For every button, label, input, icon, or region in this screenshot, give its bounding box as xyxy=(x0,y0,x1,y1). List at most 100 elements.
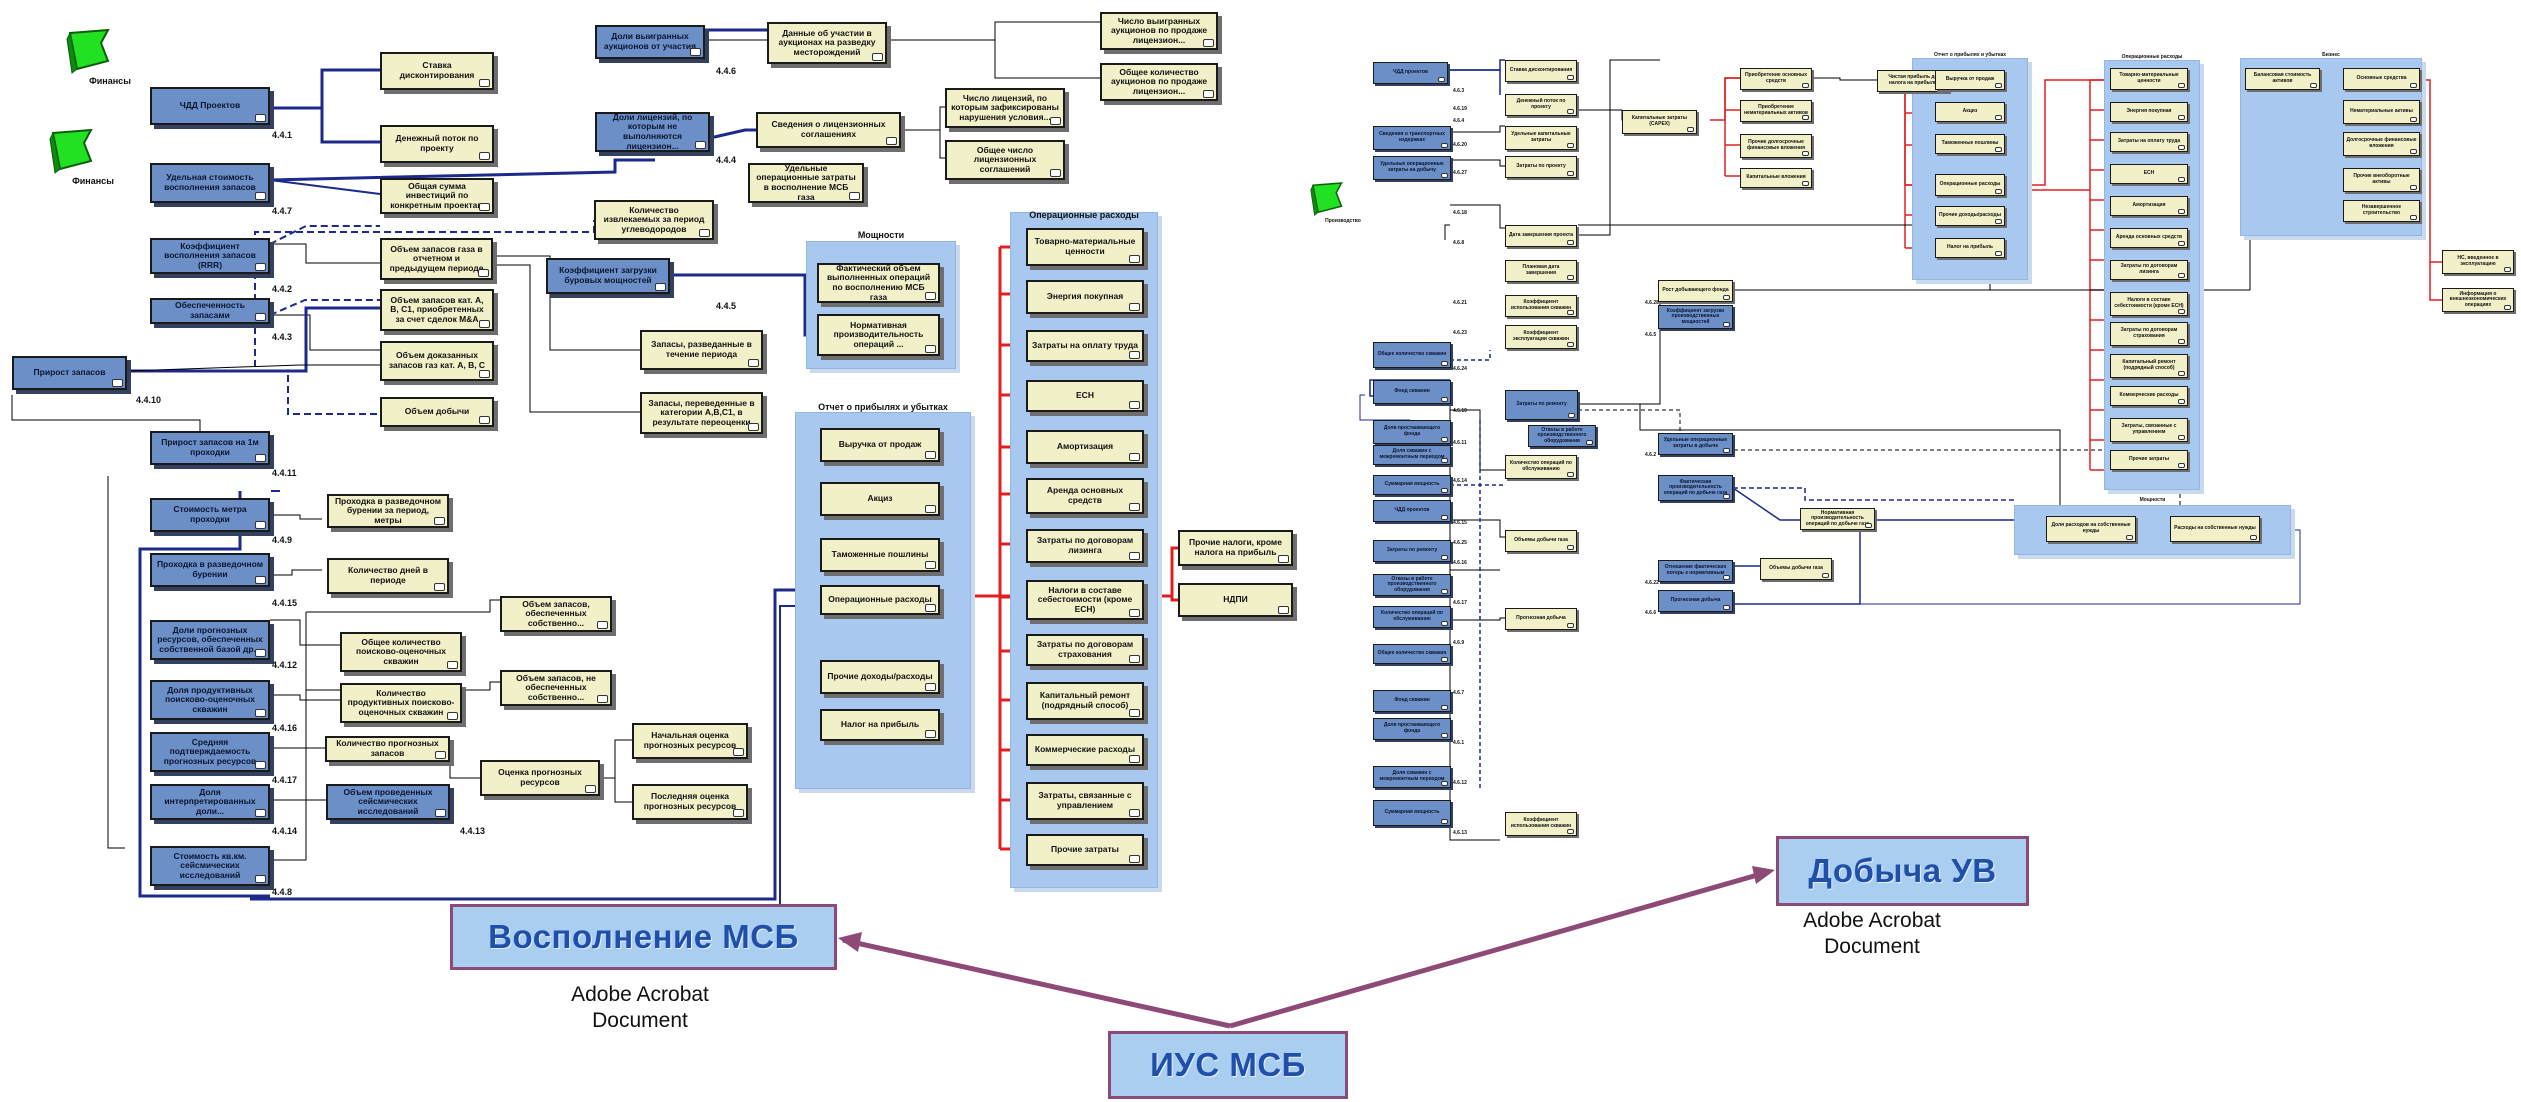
kpi-node[interactable]: Затраты по ремонту xyxy=(1505,390,1578,420)
kpi-node[interactable]: Сведения о транспортных издержках xyxy=(1373,126,1451,150)
data-node[interactable]: Начальная оценка прогнозных ресурсов xyxy=(632,723,748,759)
data-node[interactable]: Количество прогнозных запасов xyxy=(325,736,450,762)
kpi-node[interactable]: Доля простаивающего фонда xyxy=(1373,420,1451,444)
data-node[interactable]: Товарно-материальные ценности xyxy=(2110,68,2188,90)
kpi-node[interactable]: Суммарная мощность xyxy=(1373,475,1451,495)
data-node[interactable]: Затраты по договорам страхования xyxy=(2110,322,2188,346)
data-node[interactable]: Аренда основных средств xyxy=(2110,228,2188,248)
kpi-node[interactable]: Прирост запасов xyxy=(12,356,127,390)
kpi-node[interactable]: Общее количество скважин xyxy=(1373,644,1451,664)
data-node[interactable]: Прочие доходы/расходы xyxy=(1935,206,2005,226)
data-node[interactable]: Приобретение основных средств xyxy=(1740,68,1812,90)
vospolnenie-msb-link[interactable]: Восполнение МСБ xyxy=(450,904,837,970)
data-node[interactable]: Энергия покупная xyxy=(2110,102,2188,122)
data-node[interactable]: НДПИ xyxy=(1178,583,1293,617)
data-node[interactable]: Таможенные пошлины xyxy=(820,538,940,572)
data-node[interactable]: Число выигранных аукционов по продаже ли… xyxy=(1100,12,1218,50)
kpi-node[interactable]: Фонд скважин xyxy=(1373,690,1451,712)
data-node[interactable]: Прогнозная добыча xyxy=(1505,608,1577,630)
data-node[interactable]: Число лицензий, по которым зафиксированы… xyxy=(945,88,1065,128)
kpi-node[interactable]: Количество операций по обслуживанию xyxy=(1373,606,1451,628)
data-node[interactable]: Капитальный ремонт (подрядный способ) xyxy=(2110,354,2188,378)
data-node[interactable]: Плановая дата завершения xyxy=(1505,260,1577,282)
data-node[interactable]: Операционные расходы xyxy=(820,585,940,615)
data-node[interactable]: Общее количество поисково-оценочных сква… xyxy=(340,632,462,672)
data-node[interactable]: Доля расходов на собственные нужды xyxy=(2046,516,2136,542)
kpi-node[interactable]: Средняя подтверждаемость прогнозных ресу… xyxy=(150,732,270,772)
data-node[interactable]: Ставка дисконтирования xyxy=(1505,60,1577,82)
data-node[interactable]: Акциз xyxy=(820,482,940,516)
data-node[interactable]: Затраты на оплату труда xyxy=(2110,132,2188,152)
data-node[interactable]: ЕСН xyxy=(2110,164,2188,184)
data-node[interactable]: Капитальный ремонт (подрядный способ) xyxy=(1026,682,1144,720)
kpi-node[interactable]: Фонд скважин xyxy=(1373,380,1451,404)
data-node[interactable]: Затраты по договорам страхования xyxy=(1026,634,1144,666)
data-node[interactable]: Прочие затраты xyxy=(1026,834,1144,866)
data-node[interactable]: Объем добычи xyxy=(380,397,494,427)
kpi-node[interactable]: Доля продуктивных поисково-оценочных скв… xyxy=(150,680,270,720)
data-node[interactable]: Дата завершения проекта xyxy=(1505,225,1577,247)
kpi-node[interactable]: Общее количество скважин xyxy=(1373,342,1451,368)
data-node[interactable]: Акциз xyxy=(1935,102,2005,122)
ius-msb-link[interactable]: ИУС МСБ xyxy=(1108,1031,1348,1099)
data-node[interactable]: Энергия покупная xyxy=(1026,280,1144,314)
kpi-node[interactable]: Коэффициент загрузки буровых мощностей xyxy=(546,258,670,294)
data-node[interactable]: Объемы добычи газа xyxy=(1760,558,1832,580)
kpi-node[interactable]: ЧДД проектов xyxy=(1373,62,1448,84)
data-node[interactable]: Коэффициент использования скважин xyxy=(1505,295,1577,317)
data-node[interactable]: Коэффициент использования скважин xyxy=(1505,812,1577,836)
data-node[interactable]: Прочие внеоборотные активы xyxy=(2343,168,2420,192)
kpi-node[interactable]: Отношение фактических потерь к нормативн… xyxy=(1658,560,1733,582)
data-node[interactable]: Количество продуктивных поисково-оценочн… xyxy=(340,683,462,723)
data-node[interactable]: Удельные капитальные затраты xyxy=(1505,126,1577,150)
kpi-node[interactable]: Доля скважин с межремонтным периодом xyxy=(1373,766,1451,788)
data-node[interactable]: Товарно-материальные ценности xyxy=(1026,228,1144,266)
data-node[interactable]: Объем запасов газа в отчетном и предыдущ… xyxy=(380,238,493,280)
data-node[interactable]: Проходка в разведочном бурении за период… xyxy=(327,494,449,528)
kpi-node[interactable]: ЧДД Проектов xyxy=(150,87,270,125)
kpi-node[interactable]: Прогнозная добыча xyxy=(1658,590,1733,612)
data-node[interactable]: Коммерческие расходы xyxy=(1026,734,1144,766)
data-node[interactable]: Амортизация xyxy=(2110,196,2188,216)
data-node[interactable]: Прочие долгосрочные финансовые вложения xyxy=(1740,134,1812,158)
data-node[interactable]: ЕСН xyxy=(1026,380,1144,412)
data-node[interactable]: Незавершенное строительство xyxy=(2343,200,2420,222)
kpi-node[interactable]: Суммарная мощность xyxy=(1373,800,1451,826)
data-node[interactable]: Прочие налоги, кроме налога на прибыль xyxy=(1178,530,1293,566)
data-node[interactable]: Нематериальные активы xyxy=(2343,100,2420,124)
kpi-node[interactable]: Доля интерпретированных доли... xyxy=(150,784,270,820)
data-node[interactable]: Информация о внешнеэкономических операци… xyxy=(2442,288,2514,312)
data-node[interactable]: Налоги в составе себестоимости (кроме ЕС… xyxy=(1026,580,1144,620)
data-node[interactable]: Расходы на собственные нужды xyxy=(2170,516,2260,542)
data-node[interactable]: Затраты, связанные с управлением xyxy=(2110,418,2188,442)
data-node[interactable]: Денежный поток по проекту xyxy=(1505,94,1577,116)
data-node[interactable]: НС, введенное в эксплуатацию xyxy=(2442,250,2514,274)
data-node[interactable]: Затраты на оплату труда xyxy=(1026,330,1144,362)
data-node[interactable]: Капитальные затраты (CAPEX) xyxy=(1622,110,1697,134)
data-node[interactable]: Выручка от продаж xyxy=(820,428,940,462)
data-node[interactable]: Аренда основных средств xyxy=(1026,478,1144,514)
kpi-node[interactable]: Доли выигранных аукционов от участия xyxy=(595,25,705,59)
data-node[interactable]: Долгосрочные финансовые вложения xyxy=(2343,132,2420,156)
kpi-node[interactable]: Затраты по ремонту xyxy=(1373,540,1451,562)
data-node[interactable]: Налог на прибыль xyxy=(820,709,940,741)
kpi-node[interactable]: Доли лицензий, по которым не выполняются… xyxy=(595,112,710,152)
data-node[interactable]: Оценка прогнозных ресурсов xyxy=(480,760,600,796)
dobycha-uv-link[interactable]: Добыча УВ xyxy=(1776,836,2029,906)
kpi-node[interactable]: Обеспеченность запасами xyxy=(150,298,270,324)
data-node[interactable]: Рост добывающего фонда xyxy=(1658,280,1733,302)
kpi-node[interactable]: Удельная стоимость восполнения запасов xyxy=(150,163,270,203)
data-node[interactable]: Объемы добычи газа xyxy=(1505,530,1577,552)
data-node[interactable]: Налоги в составе себестоимости (кроме ЕС… xyxy=(2110,292,2188,316)
data-node[interactable]: Общее количество аукционов по продаже ли… xyxy=(1100,63,1218,101)
data-node[interactable]: Коэффициент эксплуатации скважин xyxy=(1505,325,1577,349)
kpi-node[interactable]: Фактическая производительность операций … xyxy=(1658,475,1733,501)
data-node[interactable]: Объем запасов, не обеспеченных собственн… xyxy=(500,670,612,706)
data-node[interactable]: Общая сумма инвестиций по конкретным про… xyxy=(380,178,494,214)
data-node[interactable]: Объем доказанных запасов газ кат. А, В, … xyxy=(380,341,494,381)
data-node[interactable]: Капитальные вложения xyxy=(1740,168,1812,188)
data-node[interactable]: Запасы, переведенные в категории А,В,С1,… xyxy=(640,392,763,434)
data-node[interactable]: Затраты по договорам лизинга xyxy=(1026,529,1144,563)
data-node[interactable]: Количество извлекаемых за период углевод… xyxy=(594,200,714,240)
kpi-node[interactable]: Прирост запасов на 1м проходки xyxy=(150,431,270,465)
